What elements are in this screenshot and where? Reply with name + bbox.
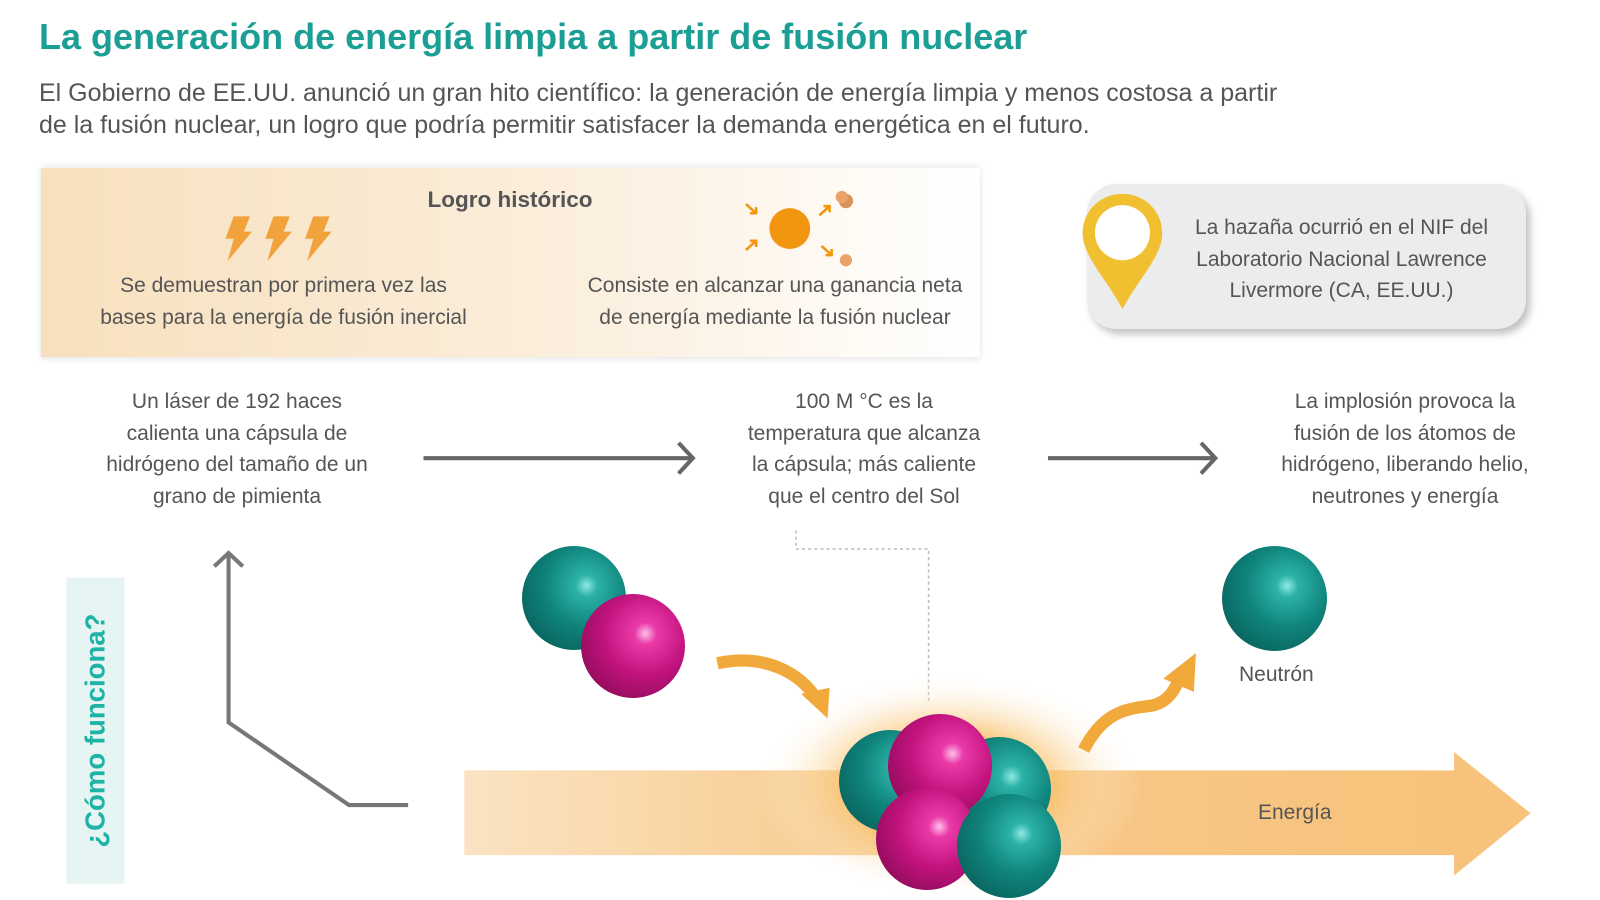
subtitle-line: El Gobierno de EE.UU. anunció un gran hi… <box>39 79 1278 107</box>
side-label-background <box>66 577 125 884</box>
text-line: la cápsula; más caliente <box>751 453 977 477</box>
subtitle-line: de la fusión nuclear, un logro que podrí… <box>39 110 1090 139</box>
nucleus-neutron <box>957 794 1061 898</box>
banner-title: Logro histórico <box>427 187 593 212</box>
text-line: Consiste en alcanzar una ganancia neta <box>587 274 963 297</box>
text-line: La implosión provoca la <box>1294 390 1516 413</box>
banner-right-text: Consiste en alcanzar una ganancia neta d… <box>571 270 979 333</box>
text-line: La hazaña ocurrió en el NIF del <box>1194 216 1488 239</box>
text-line: fusión de los átomos de <box>1294 421 1516 445</box>
text-line: Un láser de 192 haces <box>131 390 343 413</box>
text-line: Livermore (CA, EE.UU.) <box>1229 279 1454 303</box>
text-line: Se demuestran por primera vez las <box>120 274 447 297</box>
page-title: La generación de energía limpia a partir… <box>39 16 1028 57</box>
energy-label: Energía <box>1258 801 1332 824</box>
text-line: temperatura que alcanza <box>747 421 981 445</box>
laser-path-arrow <box>212 550 409 808</box>
text-line: grano de pimienta <box>152 484 322 508</box>
fusion-icon <box>745 190 854 267</box>
text-line: que el centro del Sol <box>768 484 960 508</box>
location-pin-icon <box>1082 193 1163 310</box>
how-it-works-label: ¿Cómo funciona? <box>79 614 110 848</box>
released-neutron <box>1222 546 1327 651</box>
callout-text: La hazaña ocurrió en el NIF del Laborato… <box>1163 212 1520 307</box>
text-line: neutrones y energía <box>1311 484 1499 508</box>
text-line: 100 M °C es la <box>795 390 933 413</box>
step-implosion: La implosión provoca la fusión de los át… <box>1252 386 1558 512</box>
arrow-step1-to-step2 <box>423 441 696 475</box>
curved-arrow-in-head <box>801 687 830 719</box>
temperature-leader-line <box>795 530 930 705</box>
page-subtitle: El Gobierno de EE.UU. anunció un gran hi… <box>39 78 1499 141</box>
neutron-label: Neutrón <box>1239 663 1314 686</box>
step-laser: Un láser de 192 haces calienta una cápsu… <box>84 386 390 512</box>
step-temperature: 100 M °C es la temperatura que alcanza l… <box>711 386 1017 512</box>
banner-left-text: Se demuestran por primera vez las bases … <box>82 270 485 333</box>
lightning-icon <box>225 216 332 262</box>
curved-arrow-out-icon <box>1078 671 1188 753</box>
text-line: bases para la energía de fusión inercial <box>100 305 467 329</box>
curved-arrow-in-icon <box>716 654 822 703</box>
text-line: hidrógeno, liberando helio, <box>1281 453 1529 477</box>
text-line: de energía mediante la fusión nuclear <box>599 305 951 329</box>
text-line: calienta una cápsula de <box>126 421 348 445</box>
curved-arrow-out-head <box>1163 653 1196 692</box>
text-line: Laboratorio Nacional Lawrence <box>1196 247 1487 271</box>
arrow-step2-to-step3 <box>1047 441 1219 475</box>
hydrogen-atom-magenta <box>581 594 685 698</box>
achievement-banner <box>41 168 980 357</box>
text-line: hidrógeno del tamaño de un <box>106 453 368 477</box>
location-callout <box>1087 184 1526 329</box>
